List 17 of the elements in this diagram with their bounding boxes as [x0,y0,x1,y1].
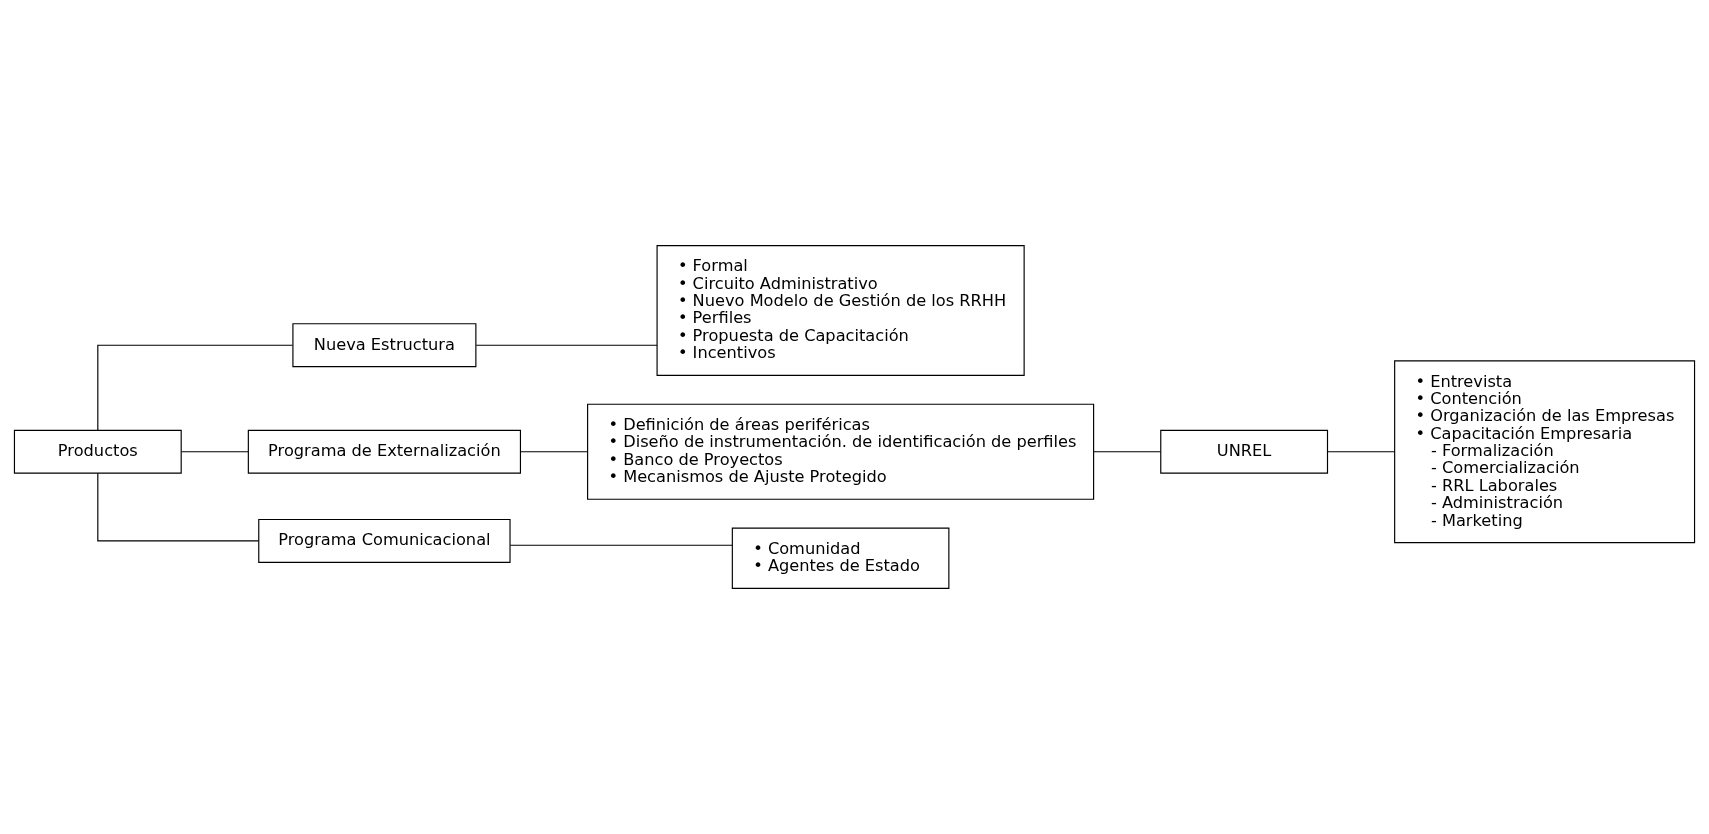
connector [520,451,588,453]
node-box: Nueva Estructura [292,323,477,368]
node-box: Programa de Externalización [247,429,522,474]
node-box: • Entrevista • Contención • Organización de las Empresas • Capacitación Empresaria - Formalización - Comercialización - RRL Laborales - Administración - Marketing [1394,360,1696,544]
connector [1093,451,1162,453]
node-box: Programa Comunicacional [258,518,511,563]
node-box: • Comunidad • Agentes de Estado [731,527,950,589]
connector [509,544,733,546]
connector [180,451,249,453]
connector [97,472,260,542]
node-box: • Formal • Circuito Administrativo • Nuevo Modelo de Gestión de los RRHH • Perfiles • Propuesta de Capacitación • Incentivos [656,245,1025,376]
node-box: UNREL [1160,429,1329,474]
node-box: • Definición de áreas periféricas • Diseño de instrumentación. de identificación de perfiles • Banco de Proyectos • Mecanismos de Ajuste Protegido [587,403,1095,500]
node-box: Productos [13,429,182,474]
connector [1327,451,1396,453]
connector [97,344,294,431]
connector [475,344,658,346]
